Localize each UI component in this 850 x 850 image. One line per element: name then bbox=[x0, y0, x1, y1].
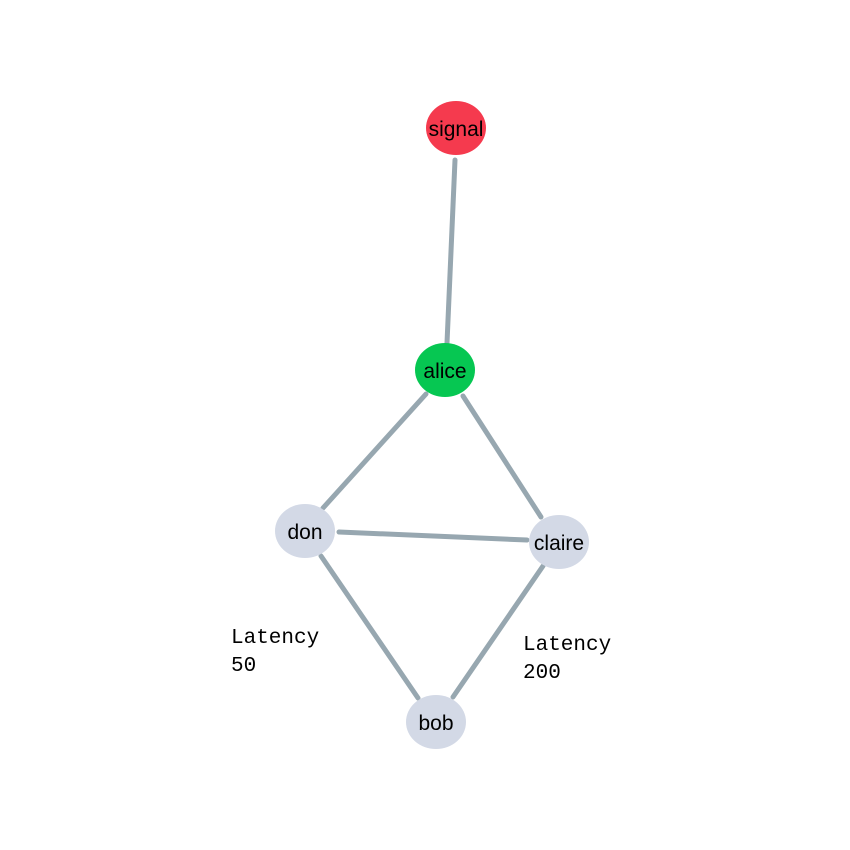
node-alice[interactable]: alice bbox=[415, 343, 475, 397]
node-bob-label: bob bbox=[418, 712, 453, 735]
node-signal[interactable]: signal bbox=[426, 101, 486, 155]
edge-alice-don[interactable] bbox=[320, 391, 429, 511]
node-alice-shape[interactable] bbox=[415, 343, 475, 397]
node-don-shape[interactable] bbox=[275, 504, 335, 558]
edge-label-claire-bob-line1: Latency bbox=[523, 634, 611, 657]
edge-label-claire-bob: Latency 200 bbox=[523, 634, 624, 685]
edge-signal-alice[interactable] bbox=[444, 157, 458, 346]
node-bob-shape[interactable] bbox=[406, 695, 466, 749]
node-signal-label: signal bbox=[429, 118, 484, 141]
edge-label-don-bob: Latency 50 bbox=[231, 627, 332, 678]
edge-claire-bob[interactable] bbox=[450, 563, 546, 700]
node-don[interactable]: don bbox=[275, 504, 335, 558]
edge-labels: Latency 50 Latency 200 bbox=[231, 627, 624, 685]
node-claire[interactable]: claire bbox=[529, 515, 589, 569]
nodes: signal alice don claire bob bbox=[275, 101, 589, 749]
edge-label-don-bob-line2: 50 bbox=[231, 655, 256, 678]
node-don-label: don bbox=[287, 521, 322, 544]
node-claire-shape[interactable] bbox=[529, 515, 589, 569]
edge-alice-claire[interactable] bbox=[460, 393, 544, 520]
edge-don-claire[interactable] bbox=[336, 529, 530, 543]
node-claire-label: claire bbox=[534, 532, 584, 555]
node-signal-shape[interactable] bbox=[426, 101, 486, 155]
node-alice-label: alice bbox=[423, 360, 466, 383]
edge-label-don-bob-line1: Latency bbox=[231, 627, 319, 650]
node-bob[interactable]: bob bbox=[406, 695, 466, 749]
edge-label-claire-bob-line2: 200 bbox=[523, 662, 561, 685]
edges bbox=[318, 157, 546, 701]
edge-don-bob[interactable] bbox=[318, 553, 421, 701]
